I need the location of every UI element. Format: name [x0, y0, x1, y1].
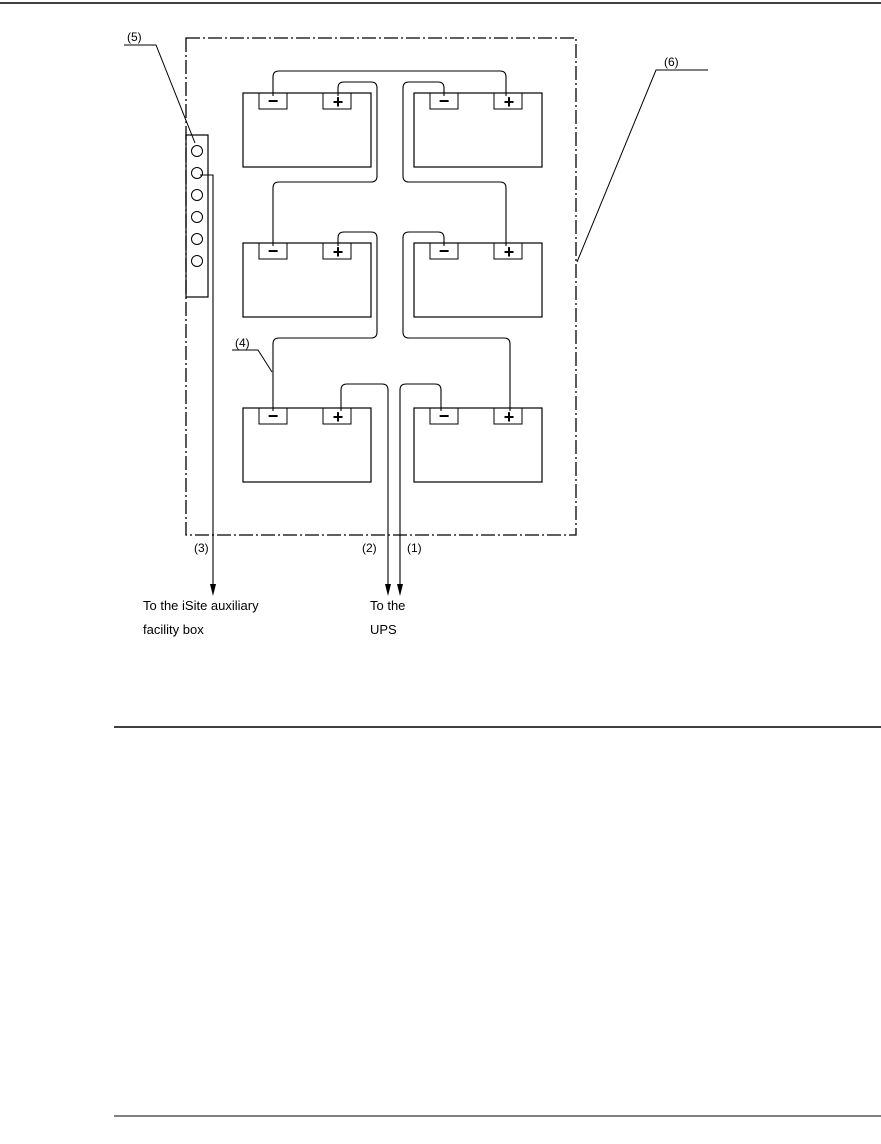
arrow-to-ups-2: [385, 584, 391, 596]
terminal-hole: [192, 168, 203, 179]
cable-b1pos-b3neg: [273, 82, 377, 246]
cable-1-to-ups: [400, 384, 441, 588]
terminal-block-holes: [192, 146, 203, 267]
cable-b2neg-b4pos: [403, 82, 506, 246]
positive-symbol: +: [333, 407, 344, 427]
battery-1: [243, 93, 371, 167]
ups-label-line1: To the: [370, 598, 405, 613]
aux-box-label-line2: facility box: [143, 622, 204, 637]
terminal-symbols: − + − + − + − + − + − +: [268, 91, 515, 427]
callout-3: (3): [194, 541, 209, 555]
terminal-hole: [192, 190, 203, 201]
battery-5: [243, 408, 371, 482]
leader-5: [124, 45, 195, 143]
arrow-to-ups-1: [397, 584, 403, 596]
terminal-hole: [192, 234, 203, 245]
battery-3: [243, 243, 371, 317]
arrowheads: [210, 584, 403, 596]
callout-1: (1): [407, 541, 422, 555]
battery-4: [414, 243, 542, 317]
leader-6: [577, 70, 708, 262]
battery-2: [414, 93, 542, 167]
cable-2-to-ups: [341, 384, 388, 588]
callout-4: (4): [235, 336, 250, 350]
destination-labels: To the iSite auxiliary facility box To t…: [143, 598, 405, 637]
terminal-hole: [192, 146, 203, 157]
ups-label-line2: UPS: [370, 622, 397, 637]
positive-symbol: +: [504, 407, 515, 427]
battery-cabinet-outline: [186, 38, 576, 535]
leader-lines: [124, 45, 708, 372]
interconnect-cables: [200, 71, 510, 588]
positive-symbol: +: [504, 92, 515, 112]
terminal-hole: [192, 256, 203, 267]
terminal-hole: [192, 212, 203, 223]
arrow-to-aux-box: [210, 584, 216, 596]
aux-box-label-line1: To the iSite auxiliary: [143, 598, 259, 613]
callout-2: (2): [362, 541, 377, 555]
leader-4: [232, 350, 272, 372]
negative-symbol: −: [439, 406, 450, 426]
battery-6: [414, 408, 542, 482]
positive-symbol: +: [504, 242, 515, 262]
callout-5: (5): [127, 30, 142, 44]
terminal-block: [186, 135, 208, 297]
callout-6: (6): [664, 55, 679, 69]
cable-b1neg-b2pos: [273, 71, 506, 96]
